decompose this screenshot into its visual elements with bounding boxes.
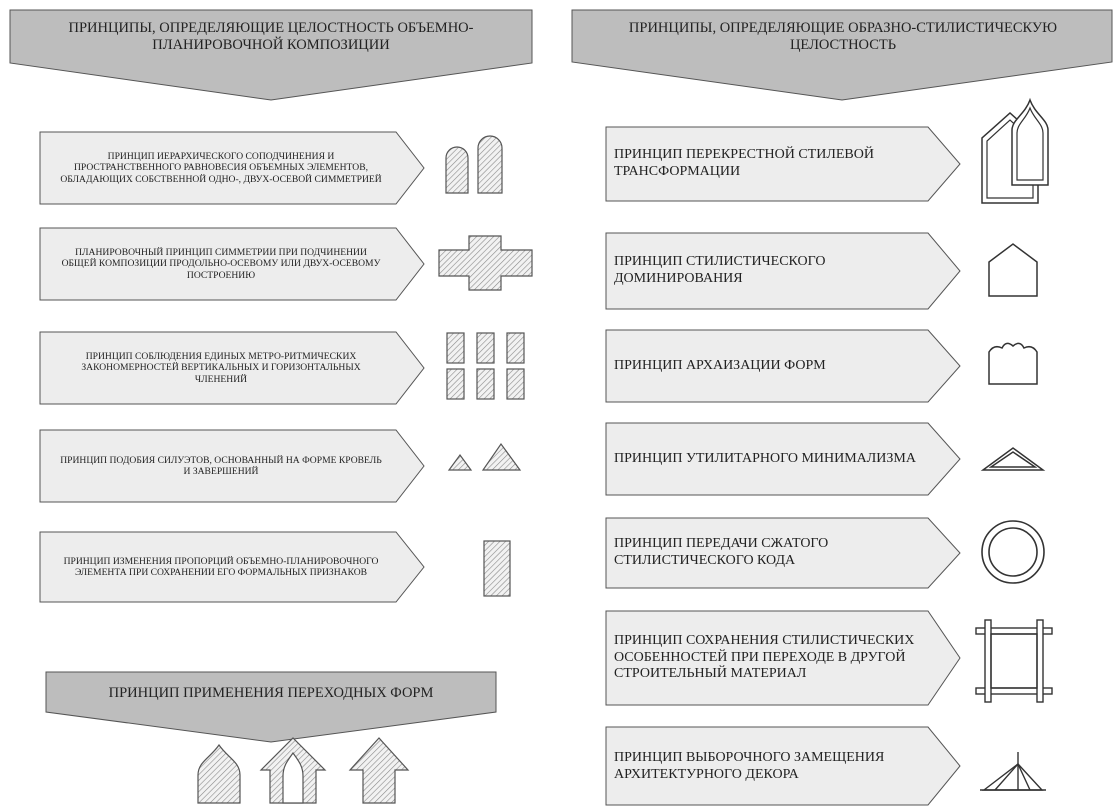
left-box-4 xyxy=(39,429,425,503)
log-frame-icon xyxy=(975,619,1053,703)
two-arched-towers-icon xyxy=(445,135,503,194)
house-arrow-icon xyxy=(348,737,410,804)
flat-gable-icon xyxy=(980,447,1046,471)
right-principle-6-text: ПРИНЦИП СОХРАНЕНИЯ СТИЛИСТИЧЕСКИХ ОСОБЕН… xyxy=(614,633,915,682)
scalloped-frame-icon xyxy=(988,342,1038,385)
transition-header-shape xyxy=(45,671,497,743)
right-principle-2-text: ПРИНЦИП СТИЛИСТИЧЕСКОГО ДОМИНИРОВАНИЯ xyxy=(614,254,826,286)
two-triangles-icon xyxy=(447,442,522,471)
right-principle-3-text: ПРИНЦИП АРХАИЗАЦИИ ФОРМ xyxy=(614,357,826,373)
left-principle-4-text: ПРИНЦИП ПОДОБИЯ СИЛУЭТОВ, ОСНОВАННЫЙ НА … xyxy=(60,454,382,477)
left-principle-2-text: ПЛАНИРОВОЧНЫЙ ПРИНЦИП СИММЕТРИИ ПРИ ПОДЧ… xyxy=(61,247,381,281)
right-principle-7-text: ПРИНЦИП ВЫБОРОЧНОГО ЗАМЕЩЕНИЯ АРХИТЕКТУР… xyxy=(614,750,885,782)
left-principle-5-text: ПРИНЦИП ИЗМЕНЕНИЯ ПРОПОРЦИЙ ОБЪЕМНО-ПЛАН… xyxy=(63,555,379,578)
tall-rectangle-icon xyxy=(483,540,511,597)
right-box-4 xyxy=(605,422,961,496)
right-header-title: ПРИНЦИПЫ, ОПРЕДЕЛЯЮЩИЕ ОБРАЗНО-СТИЛИСТИЧ… xyxy=(628,20,1058,53)
right-box-3 xyxy=(605,329,961,403)
rhythm-grid-icon xyxy=(446,332,525,400)
double-circle-icon xyxy=(981,520,1045,584)
right-principle-4-text: ПРИНЦИП УТИЛИТАРНОГО МИНИМАЛИЗМА xyxy=(614,450,916,466)
right-box-6 xyxy=(605,610,961,706)
right-box-5 xyxy=(605,517,961,589)
left-header-shape xyxy=(9,9,533,101)
right-header-shape xyxy=(571,9,1113,101)
right-box-2 xyxy=(605,232,961,310)
left-box-5 xyxy=(39,531,425,603)
transition-header-title: ПРИНЦИП ПРИМЕНЕНИЯ ПЕРЕХОДНЫХ ФОРМ xyxy=(108,684,434,701)
right-box-7 xyxy=(605,726,961,806)
left-header-title: ПРИНЦИПЫ, ОПРЕДЕЛЯЮЩИЕ ЦЕЛОСТНОСТЬ ОБЪЕМ… xyxy=(68,20,474,53)
house-outline-icon xyxy=(988,243,1038,297)
left-box-3 xyxy=(39,331,425,405)
left-principle-3-text: ПРИНЦИП СОБЛЮДЕНИЯ ЕДИНЫХ МЕТРО-РИТМИЧЕС… xyxy=(81,351,361,385)
left-box-2 xyxy=(39,227,425,301)
cross-plan-icon xyxy=(438,235,533,291)
left-box-1 xyxy=(39,131,425,205)
right-principle-5-text: ПРИНЦИП ПЕРЕДАЧИ СЖАТОГО СТИЛИСТИЧЕСКОГО… xyxy=(614,536,829,568)
arched-house-icon xyxy=(259,737,327,804)
right-principle-1-text: ПРИНЦИП ПЕРЕКРЕСТНОЙ СТИЛЕВОЙ ТРАНСФОРМА… xyxy=(614,147,874,179)
onion-dome-icon xyxy=(197,743,241,804)
right-box-1 xyxy=(605,126,961,202)
gable-truss-icon xyxy=(980,752,1046,791)
left-principle-1-text: ПРИНЦИП ИЕРАРХИЧЕСКОГО СОПОДЧИНЕНИЯ И ПР… xyxy=(60,151,382,185)
house-and-dome-outline-icon xyxy=(981,97,1049,204)
